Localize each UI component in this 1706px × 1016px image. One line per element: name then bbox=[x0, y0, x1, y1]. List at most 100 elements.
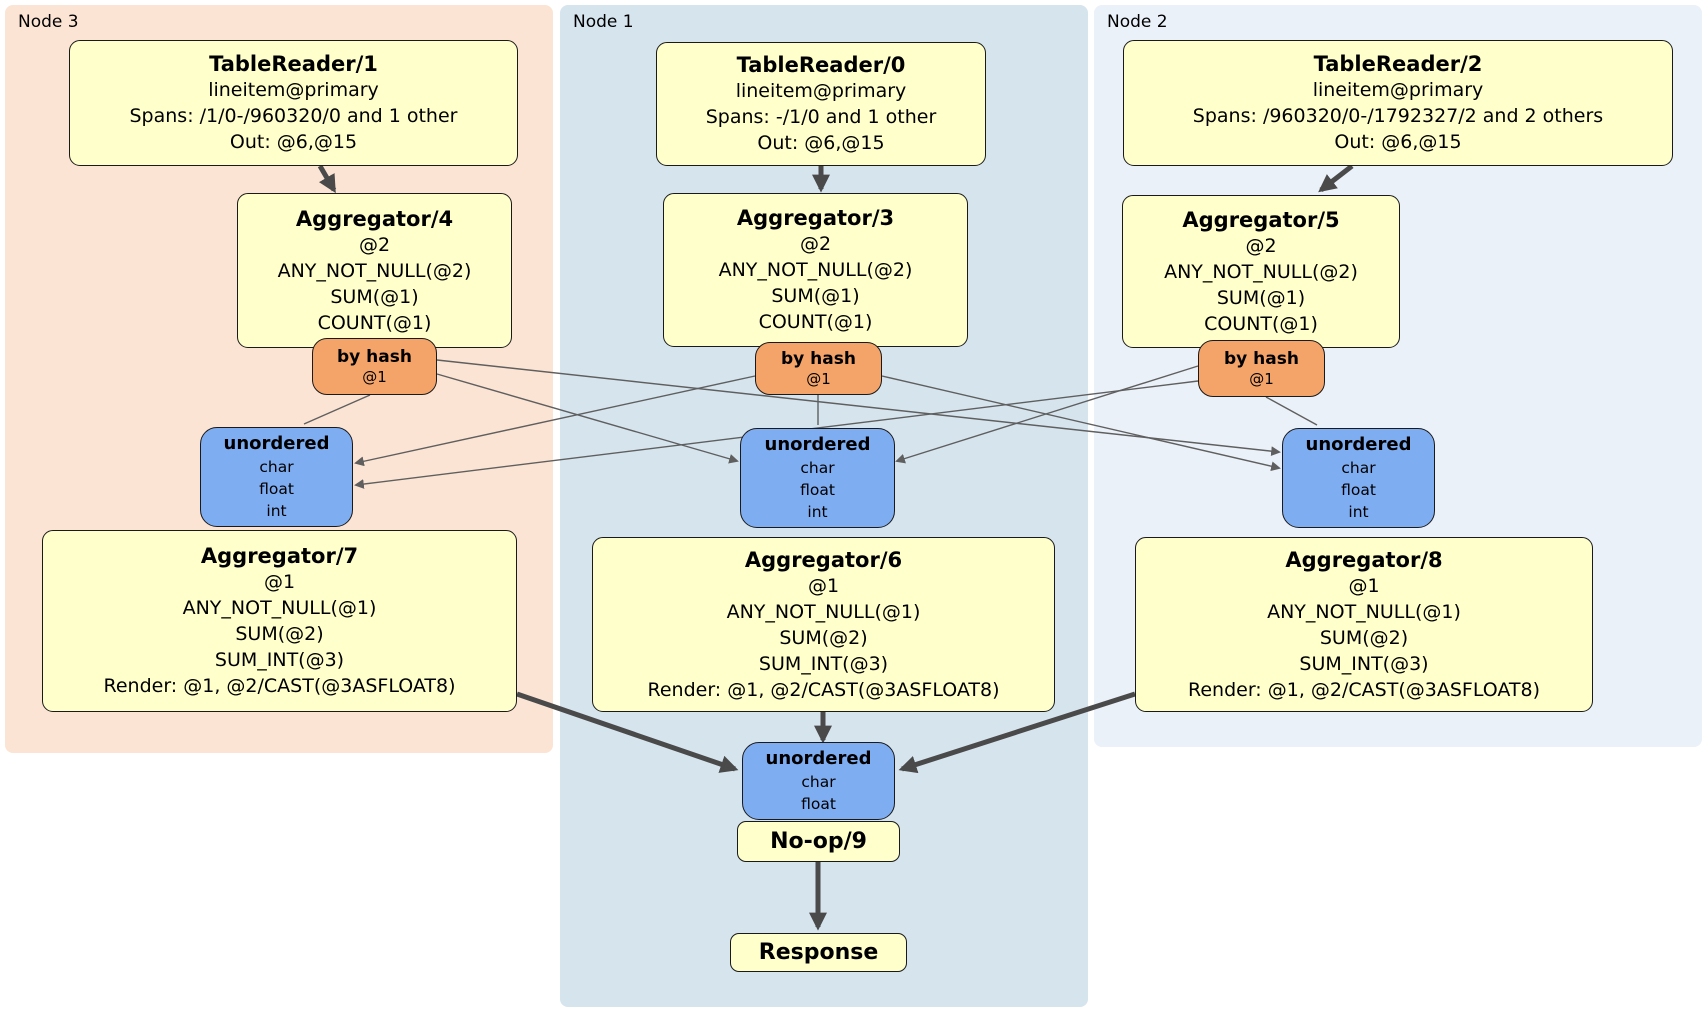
tablereader-0-line-1: Spans: -/1/0 and 1 other bbox=[705, 106, 937, 128]
unordered-node3-line-0: char bbox=[259, 458, 294, 476]
edge-byhash1-unordered3 bbox=[354, 375, 756, 467]
edge-aggregator8-unorderedfinal bbox=[898, 691, 1136, 774]
unordered-node3-line-1: float bbox=[259, 480, 294, 498]
aggregator-6-title: Aggregator/6 bbox=[744, 547, 903, 572]
tablereader-1-box: TableReader/1 lineitem@primary Spans: /1… bbox=[69, 40, 518, 166]
edge-byhash2-unordered1 bbox=[895, 365, 1199, 464]
aggregator-3-line-0: @2 bbox=[799, 233, 832, 255]
tablereader-2-line-1: Spans: /960320/0-/1792327/2 and 2 others bbox=[1192, 105, 1604, 127]
aggregator-5-line-1: ANY_NOT_NULL(@2) bbox=[1164, 260, 1358, 283]
aggregator-7-line-1: ANY_NOT_NULL(@1) bbox=[182, 597, 377, 619]
edge-aggregator7-unorderedfinal bbox=[516, 691, 739, 773]
tablereader-1-line-0: lineitem@primary bbox=[208, 79, 379, 101]
aggregator-3-line-3: COUNT(@1) bbox=[758, 311, 873, 333]
node2-label: Node 2 bbox=[1107, 12, 1168, 32]
edge-tablereader1-aggregator4 bbox=[317, 164, 337, 194]
aggregator-6-line-4: Render: @1, @2/CAST(@3ASFLOAT8) bbox=[647, 678, 1000, 701]
aggregator-6-line-0: @1 bbox=[807, 574, 840, 597]
byhash-node2-title: by hash bbox=[1224, 349, 1299, 369]
unordered-node3-title: unordered bbox=[223, 433, 330, 454]
byhash-router-node3: by hash @1 bbox=[312, 338, 437, 395]
noop-9-box: No-op/9 bbox=[737, 821, 900, 862]
byhash-node3-detail: @1 bbox=[362, 368, 387, 386]
byhash-router-node2: by hash @1 bbox=[1198, 340, 1325, 397]
unordered-node3-line-2: int bbox=[266, 502, 287, 520]
aggregator-8-line-2: SUM(@2) bbox=[1319, 626, 1409, 649]
tablereader-1-line-2: Out: @6,@15 bbox=[229, 131, 358, 153]
response-box: Response bbox=[730, 933, 907, 972]
aggregator-8-line-4: Render: @1, @2/CAST(@3ASFLOAT8) bbox=[1188, 678, 1540, 701]
tablereader-2-line-2: Out: @6,@15 bbox=[1334, 131, 1462, 153]
edge-byhash3-unordered1 bbox=[436, 373, 739, 464]
edge-byhash3-unordered2 bbox=[436, 359, 1281, 457]
unordered-node2-line-0: char bbox=[1341, 459, 1376, 477]
unordered-sync-final: unordered char float bbox=[742, 742, 895, 820]
unordered-node2-line-1: float bbox=[1341, 481, 1376, 499]
aggregator-7-line-4: Render: @1, @2/CAST(@3ASFLOAT8) bbox=[103, 675, 456, 697]
unordered-node2-title: unordered bbox=[1305, 434, 1412, 455]
byhash-node1-detail: @1 bbox=[806, 370, 831, 388]
response-title: Response bbox=[758, 939, 879, 965]
aggregator-5-box: Aggregator/5 @2 ANY_NOT_NULL(@2) SUM(@1)… bbox=[1122, 195, 1400, 348]
tablereader-2-box: TableReader/2 lineitem@primary Spans: /9… bbox=[1123, 40, 1673, 166]
aggregator-4-title: Aggregator/4 bbox=[295, 206, 454, 231]
tablereader-0-line-0: lineitem@primary bbox=[735, 80, 907, 102]
unordered-final-line-0: char bbox=[801, 773, 836, 791]
tablereader-2-title: TableReader/2 bbox=[1313, 52, 1483, 76]
node1-label: Node 1 bbox=[573, 12, 634, 32]
byhash-node1-title: by hash bbox=[781, 349, 856, 369]
aggregator-3-line-1: ANY_NOT_NULL(@2) bbox=[718, 259, 913, 281]
tablereader-0-box: TableReader/0 lineitem@primary Spans: -/… bbox=[656, 42, 986, 166]
aggregator-8-title: Aggregator/8 bbox=[1285, 547, 1443, 572]
aggregator-8-box: Aggregator/8 @1 ANY_NOT_NULL(@1) SUM(@2)… bbox=[1135, 537, 1593, 712]
aggregator-4-line-0: @2 bbox=[358, 233, 391, 256]
aggregator-4-box: Aggregator/4 @2 ANY_NOT_NULL(@2) SUM(@1)… bbox=[237, 193, 512, 348]
aggregator-7-title: Aggregator/7 bbox=[200, 544, 359, 568]
aggregator-6-line-2: SUM(@2) bbox=[779, 626, 868, 649]
unordered-sync-node1: unordered char float int bbox=[740, 428, 895, 528]
byhash-node3-title: by hash bbox=[337, 347, 412, 367]
tablereader-2-line-0: lineitem@primary bbox=[1312, 79, 1484, 101]
unordered-node2-line-2: int bbox=[1348, 503, 1369, 521]
aggregator-5-line-0: @2 bbox=[1245, 234, 1277, 257]
edge-tablereader2-aggregator5 bbox=[1318, 164, 1354, 193]
aggregator-5-line-2: SUM(@1) bbox=[1216, 286, 1306, 309]
edge-byhash1-unordered2 bbox=[881, 375, 1281, 472]
unordered-final-line-1: float bbox=[801, 795, 836, 813]
node3-label: Node 3 bbox=[18, 12, 79, 32]
unordered-node1-line-2: int bbox=[807, 503, 828, 521]
aggregator-4-line-3: COUNT(@1) bbox=[317, 311, 432, 334]
unordered-node1-title: unordered bbox=[764, 434, 871, 455]
aggregator-7-line-0: @1 bbox=[263, 571, 296, 593]
aggregator-8-line-0: @1 bbox=[1348, 574, 1380, 597]
aggregator-7-box: Aggregator/7 @1 ANY_NOT_NULL(@1) SUM(@2)… bbox=[42, 530, 517, 712]
aggregator-3-line-2: SUM(@1) bbox=[771, 285, 860, 307]
aggregator-3-title: Aggregator/3 bbox=[736, 206, 895, 230]
byhash-router-node1: by hash @1 bbox=[755, 342, 882, 395]
edge-byhash2-unordered2 bbox=[1265, 396, 1318, 426]
unordered-node1-line-0: char bbox=[800, 459, 835, 477]
unordered-sync-node2: unordered char float int bbox=[1282, 428, 1435, 528]
edge-byhash3-unordered3 bbox=[303, 394, 371, 425]
aggregator-6-box: Aggregator/6 @1 ANY_NOT_NULL(@1) SUM(@2)… bbox=[592, 537, 1055, 712]
aggregator-3-box: Aggregator/3 @2 ANY_NOT_NULL(@2) SUM(@1)… bbox=[663, 193, 968, 347]
unordered-final-title: unordered bbox=[765, 748, 872, 769]
aggregator-7-line-2: SUM(@2) bbox=[235, 623, 324, 645]
noop-9-title: No-op/9 bbox=[770, 828, 867, 854]
byhash-node2-detail: @1 bbox=[1249, 370, 1274, 388]
aggregator-7-line-3: SUM_INT(@3) bbox=[214, 649, 345, 671]
unordered-node1-line-1: float bbox=[800, 481, 835, 499]
unordered-sync-node3: unordered char float int bbox=[200, 427, 353, 527]
aggregator-4-line-2: SUM(@1) bbox=[330, 285, 419, 308]
aggregator-4-line-1: ANY_NOT_NULL(@2) bbox=[277, 259, 472, 282]
aggregator-6-line-3: SUM_INT(@3) bbox=[758, 652, 889, 675]
tablereader-0-title: TableReader/0 bbox=[736, 53, 906, 77]
aggregator-6-line-1: ANY_NOT_NULL(@1) bbox=[726, 600, 921, 623]
aggregator-5-title: Aggregator/5 bbox=[1182, 207, 1340, 232]
aggregator-5-line-3: COUNT(@1) bbox=[1204, 312, 1318, 335]
aggregator-8-line-1: ANY_NOT_NULL(@1) bbox=[1267, 600, 1461, 623]
tablereader-1-title: TableReader/1 bbox=[209, 52, 378, 76]
tablereader-0-line-2: Out: @6,@15 bbox=[757, 132, 885, 154]
tablereader-1-line-1: Spans: /1/0-/960320/0 and 1 other bbox=[129, 105, 458, 127]
